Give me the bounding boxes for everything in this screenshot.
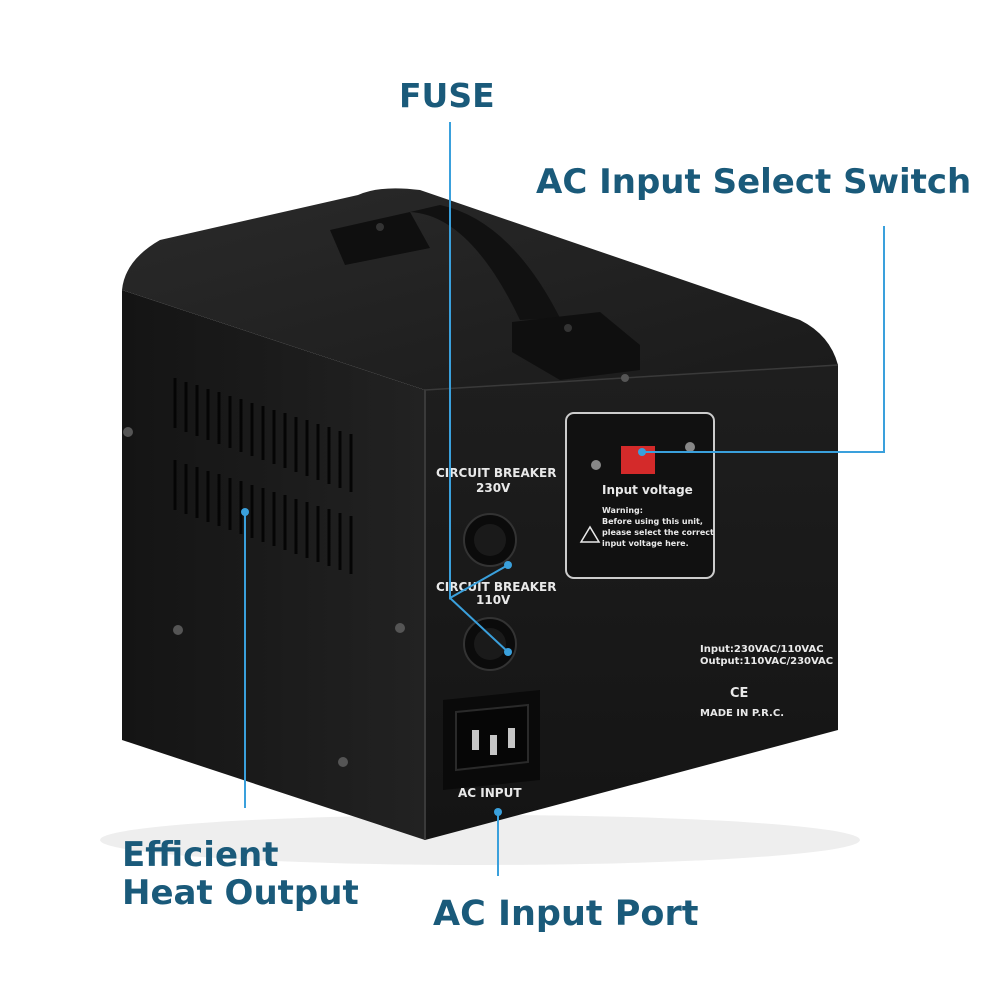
switch-plate-title: Input voltage xyxy=(602,483,693,497)
svg-text:CIRCUIT BREAKER: CIRCUIT BREAKER xyxy=(436,466,557,480)
efficient-heat-output-label: Efficient Heat Output xyxy=(122,835,359,914)
ground-shadow xyxy=(100,815,860,865)
carry-handle xyxy=(330,205,640,380)
ac-input-select-switch-label: AC Input Select Switch xyxy=(536,162,972,202)
fuse-label: FUSE xyxy=(399,76,495,115)
svg-text:230V: 230V xyxy=(476,481,511,495)
circuit-breaker-110v[interactable] xyxy=(463,617,517,671)
ac-input-port-label: AC Input Port xyxy=(433,894,699,934)
ac-input-socket[interactable] xyxy=(443,690,540,790)
svg-text:Warning:: Warning: xyxy=(602,506,643,515)
top-panel xyxy=(122,188,838,390)
heat-vents xyxy=(173,378,353,574)
svg-text:CIRCUIT BREAKER: CIRCUIT BREAKER xyxy=(436,580,557,594)
input-select-plate: Input voltage Warning: Before using this… xyxy=(565,412,715,579)
screws xyxy=(123,374,629,767)
svg-text:Before using this unit,: Before using this unit, xyxy=(602,517,703,526)
callout-dots xyxy=(241,448,646,816)
svg-text:110V: 110V xyxy=(476,593,511,607)
svg-text:AC INPUT: AC INPUT xyxy=(458,786,522,800)
svg-text:MADE IN P.R.C.: MADE IN P.R.C. xyxy=(700,708,784,719)
svg-text:input voltage here.: input voltage here. xyxy=(602,539,689,548)
ce-mark: CE xyxy=(730,686,748,701)
circuit-breaker-230v[interactable] xyxy=(463,513,517,567)
svg-text:Input:230VAC/110VAC: Input:230VAC/110VAC xyxy=(700,644,824,655)
warning-icon xyxy=(579,525,601,543)
input-select-switch[interactable] xyxy=(621,446,655,474)
svg-text:Output:110VAC/230VAC: Output:110VAC/230VAC xyxy=(700,656,833,667)
callout-lines xyxy=(244,122,885,876)
svg-text:please select the correct: please select the correct xyxy=(602,528,714,537)
